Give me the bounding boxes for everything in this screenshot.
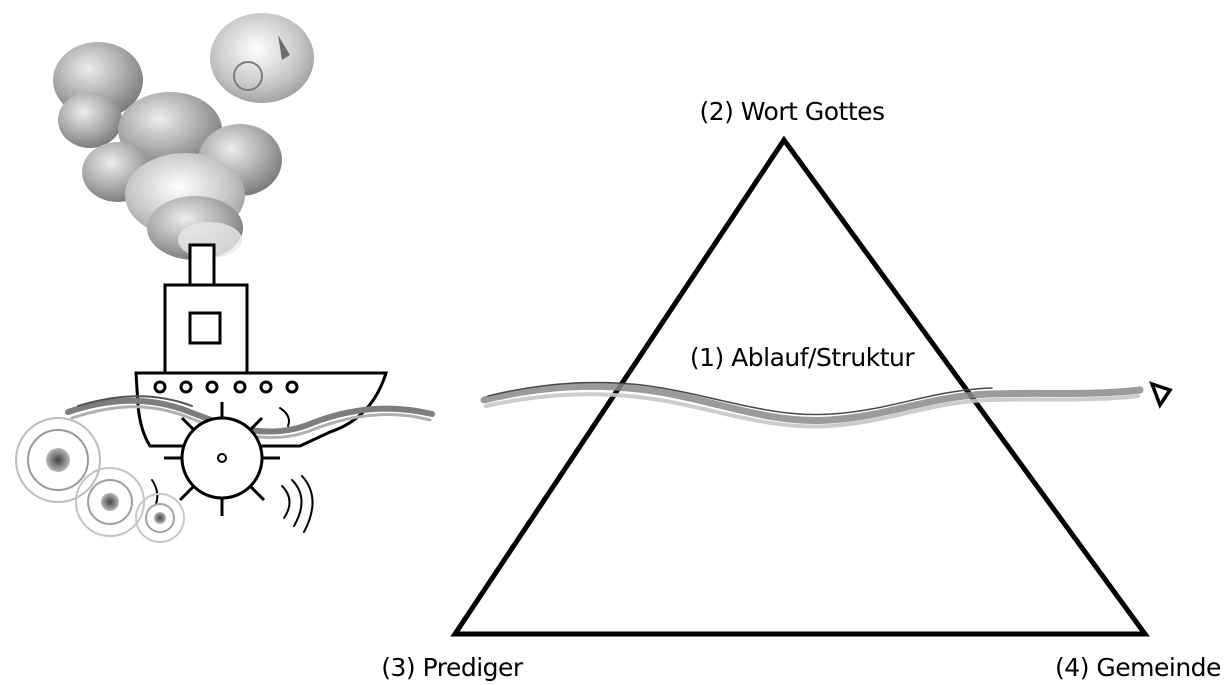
cabin-window [188, 311, 222, 345]
steamboat-illustration [15, 13, 435, 543]
label-bottom-left: (3) Prediger [381, 653, 524, 682]
boat-chimney [188, 243, 216, 287]
water-line [480, 381, 1144, 429]
direction-marker-icon [1149, 381, 1173, 409]
portholes [153, 380, 299, 394]
motion-lines [151, 407, 314, 533]
label-top: (2) Wort Gottes [699, 97, 884, 126]
label-bottom-right: (4) Gemeinde [1055, 653, 1221, 682]
label-middle: (1) Ablauf/Struktur [690, 343, 916, 372]
smoke-cloud [53, 13, 314, 260]
wake-swirls [15, 417, 185, 543]
paddle-wheel [164, 402, 280, 516]
